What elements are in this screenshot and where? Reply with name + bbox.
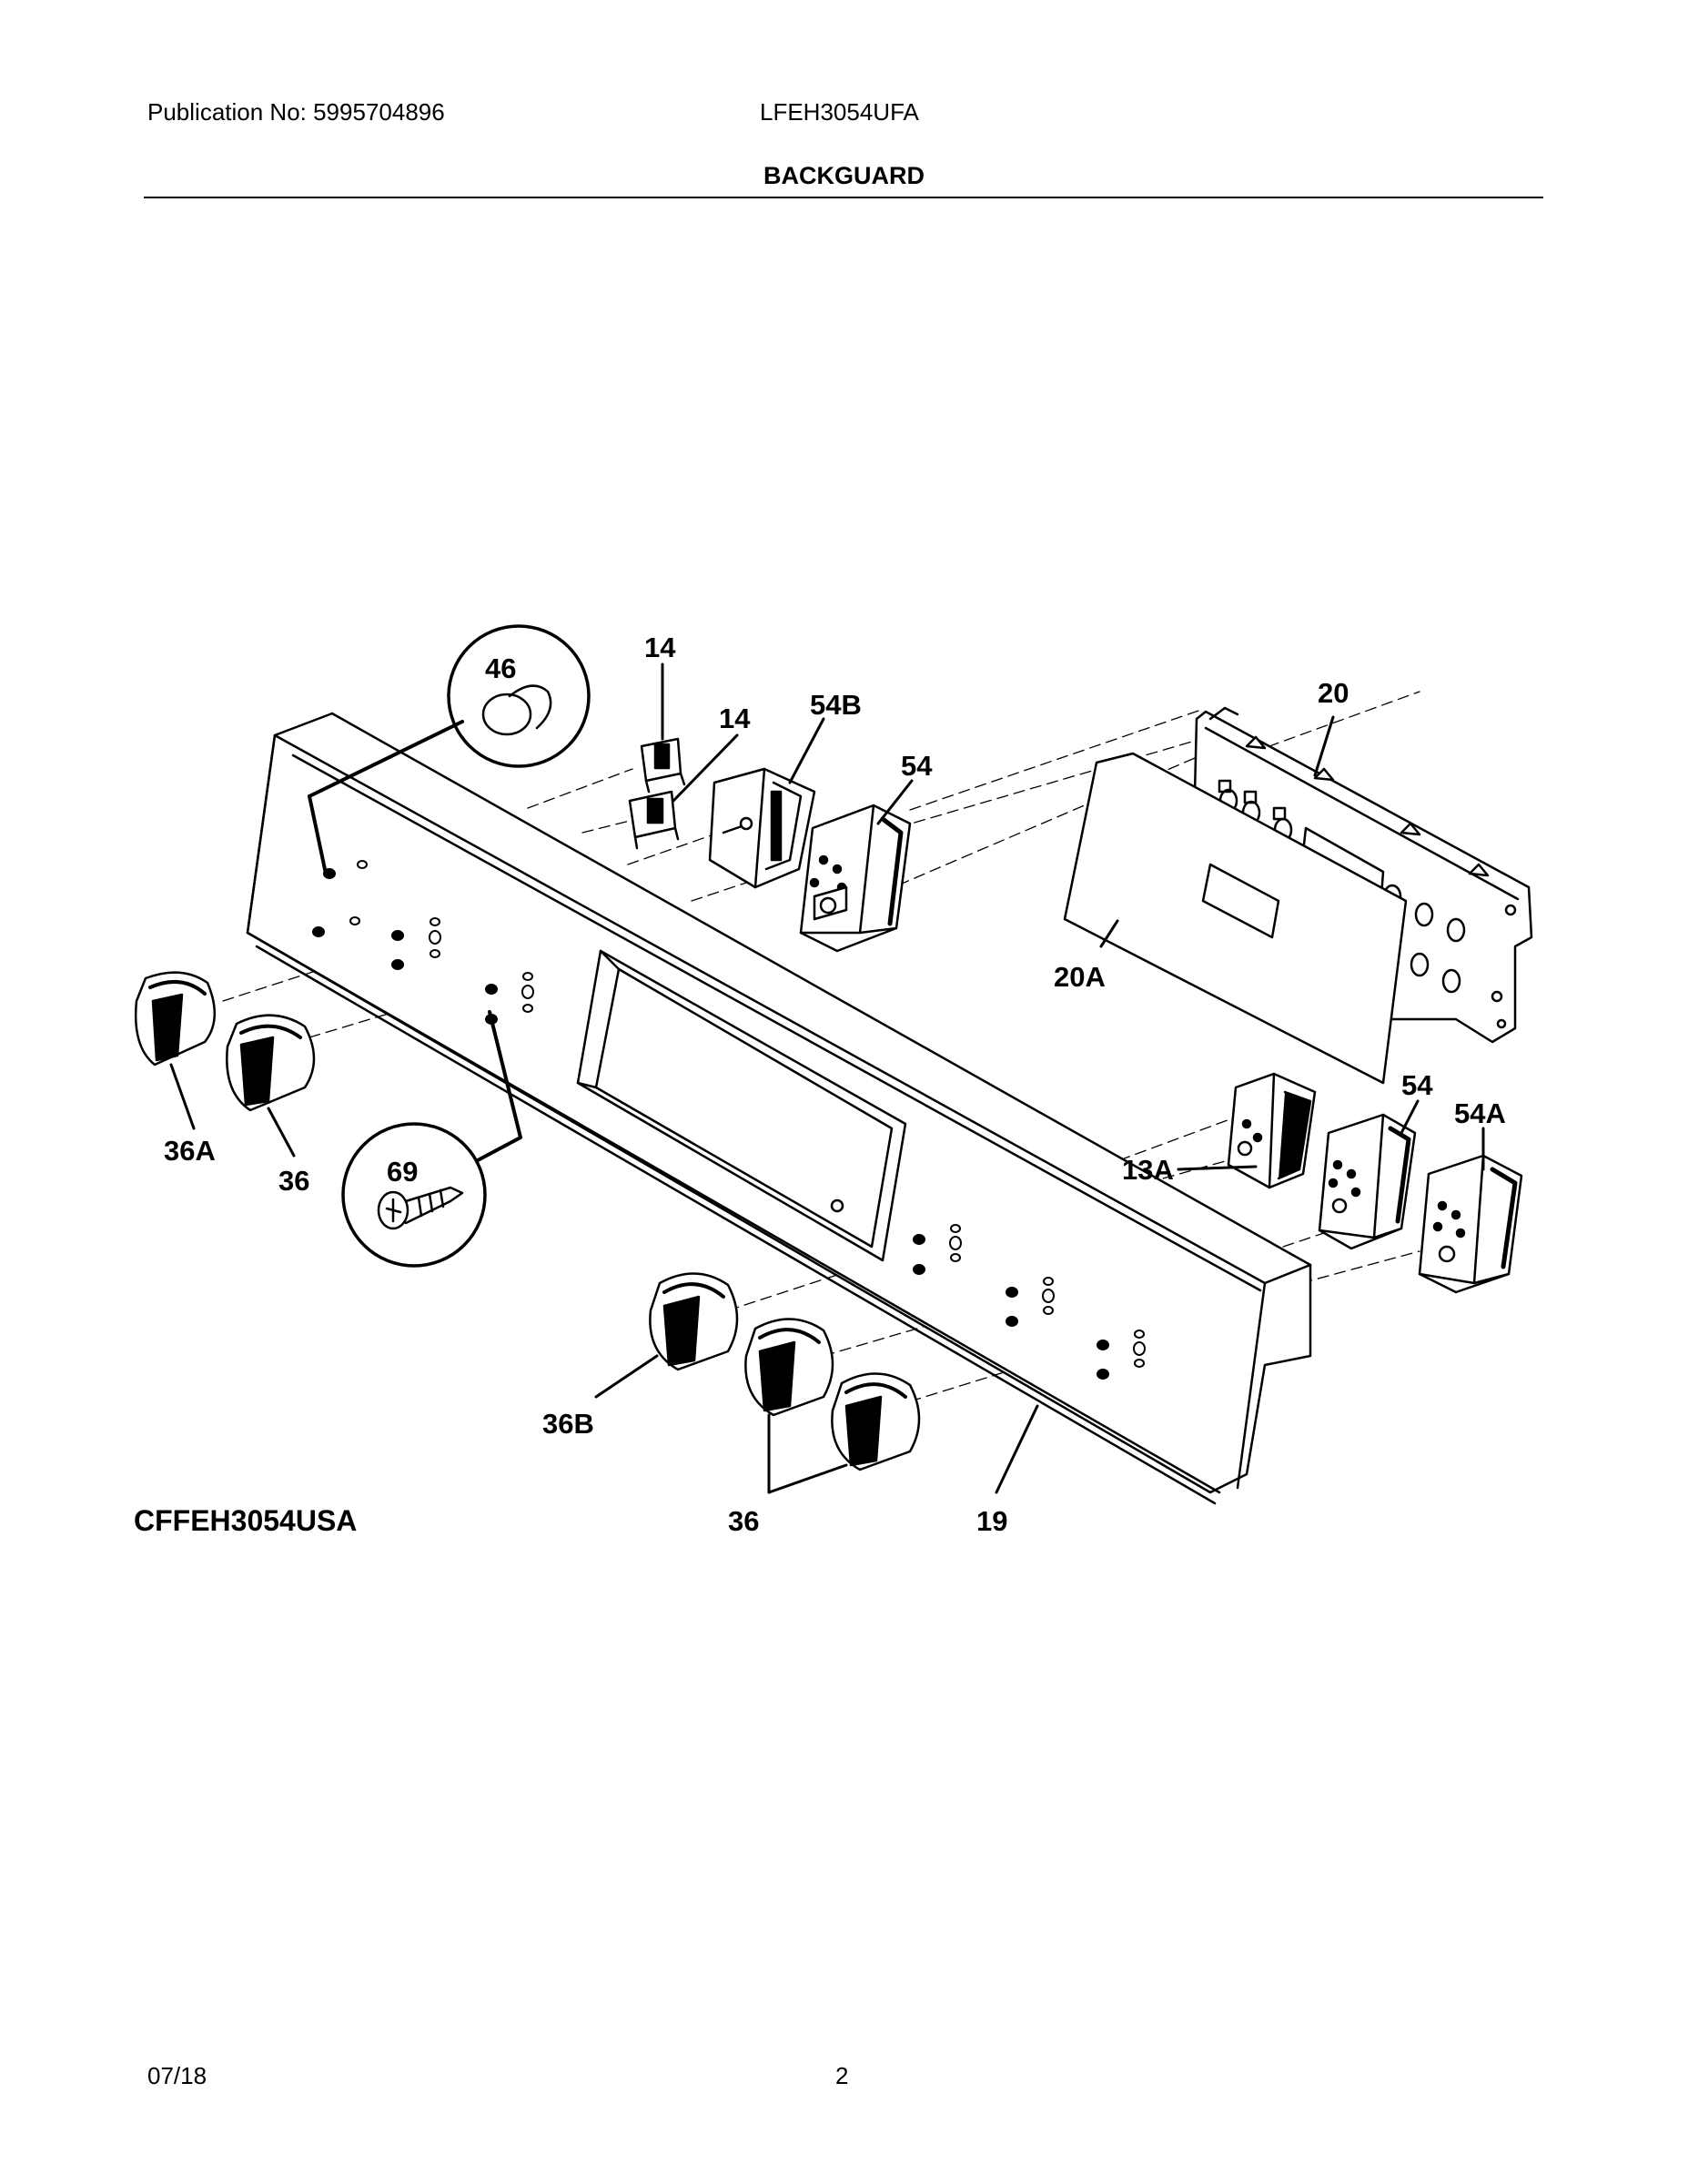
callout-36A: 36A <box>164 1135 216 1167</box>
section-title: BACKGUARD <box>763 162 925 189</box>
callout-36-bottom: 36 <box>728 1505 759 1537</box>
switch-14-upper <box>640 737 686 794</box>
callout-20A: 20A <box>1054 961 1106 993</box>
detail-69-screw <box>341 1010 522 1268</box>
footer-date: 07/18 <box>147 2062 207 2089</box>
callout-labels: 46 14 14 54B 54 20 20A 13A 54 54A 69 36A… <box>164 632 1506 1537</box>
callout-36B: 36B <box>542 1408 594 1440</box>
publication-number: Publication No: 5995704896 <box>147 98 445 126</box>
knob-36-left <box>226 1014 316 1112</box>
callout-20: 20 <box>1318 677 1349 709</box>
backguard-panel <box>246 712 1312 1505</box>
page-number: 2 <box>835 2062 849 2089</box>
callout-46: 46 <box>485 652 516 684</box>
callout-19: 19 <box>976 1505 1007 1537</box>
diagram-code: CFFEH3054USA <box>134 1504 358 1537</box>
switch-54A <box>1418 1154 1523 1294</box>
callout-54B: 54B <box>810 689 862 721</box>
switch-13A <box>1227 1072 1317 1189</box>
callout-36-left: 36 <box>278 1165 309 1197</box>
callout-14-lower: 14 <box>719 703 751 734</box>
callout-54A: 54A <box>1454 1097 1506 1129</box>
switch-54-lower <box>1318 1113 1417 1250</box>
header-rule <box>144 197 1543 198</box>
callout-69: 69 <box>387 1156 418 1188</box>
knob-36A <box>135 971 217 1067</box>
switch-54-upper <box>799 804 912 953</box>
switch-54B <box>708 767 816 889</box>
knob-36-right <box>831 1372 921 1471</box>
callout-13A: 13A <box>1122 1154 1174 1186</box>
knob-36B <box>649 1272 739 1371</box>
knob-36-center <box>744 1318 834 1417</box>
switch-14-lower <box>628 790 680 850</box>
callout-54-upper: 54 <box>901 750 933 782</box>
panel-screws <box>312 860 1146 1380</box>
overlay-20A <box>1063 752 1408 1085</box>
leader-lines <box>169 662 1485 1494</box>
callout-54-lower: 54 <box>1401 1069 1433 1101</box>
model-number: LFEH3054UFA <box>760 98 919 126</box>
detail-46-plug <box>308 624 591 875</box>
callout-14-upper: 14 <box>644 632 676 663</box>
